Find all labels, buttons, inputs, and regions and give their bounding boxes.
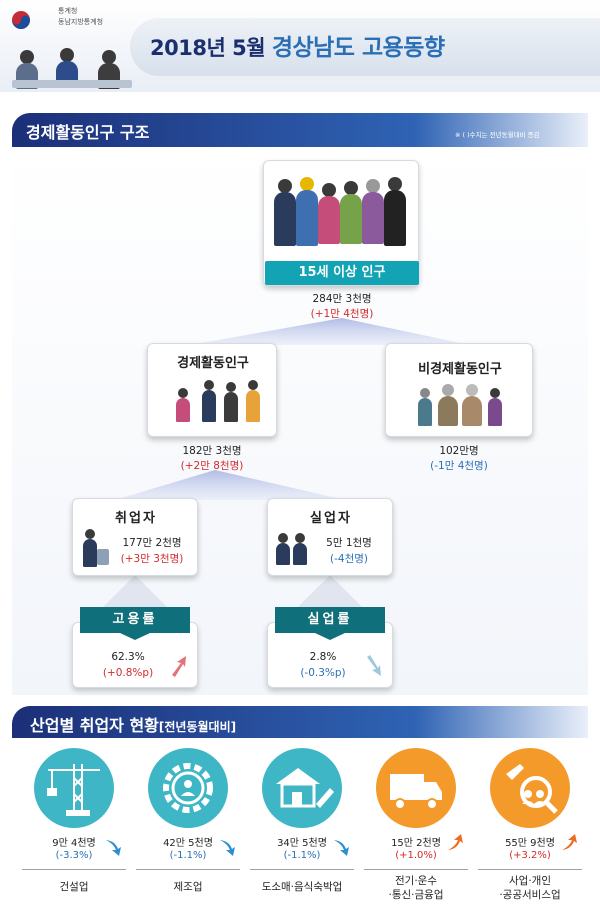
industry-title-sub: [전년동월대비]	[158, 720, 237, 734]
employment-rate-label: 고용률	[80, 607, 190, 633]
transport-name-line2: ·통신·금융업	[388, 889, 444, 901]
industry-section-bar	[12, 706, 588, 738]
arrow-up-icon	[172, 656, 186, 677]
org-name: 통계청 동남지방통계청	[58, 6, 103, 28]
org-line1: 통계청	[58, 7, 78, 15]
retail-name: 도소매·음식숙박업	[261, 881, 343, 893]
gear-icon	[163, 763, 213, 813]
active-pop-value: 182만 3천명	[182, 445, 242, 457]
manufacturing-divider	[136, 869, 240, 870]
unemployed-change: (-4천명)	[330, 553, 368, 565]
arrow-down-icon	[367, 655, 381, 676]
inactive-pop-card: 비경제활동인구	[385, 343, 533, 437]
unemployment-rate-label-tip	[315, 633, 345, 640]
construction-change: (-3.3%)	[55, 850, 93, 861]
unemployed-label: 실업자	[310, 511, 352, 526]
services-name-line1: 사업·개인	[509, 875, 551, 887]
retail-change: (-1.1%)	[283, 850, 321, 861]
worker-icon	[79, 527, 109, 571]
inactive-pop-change: (-1만 4천명)	[430, 460, 488, 472]
header-people-illustration	[12, 46, 132, 90]
transport-divider	[364, 869, 468, 870]
manufacturing-change: (-1.1%)	[169, 850, 207, 861]
unemployed-card: 실업자 5만 1천명 (-4천명)	[267, 498, 393, 576]
pop15-change: (+1만 4천명)	[310, 308, 374, 320]
industry-section-title: 산업별 취업자 현황[전년동월대비]	[30, 712, 236, 736]
employment-rate-label-tip	[120, 633, 150, 640]
shop-icon	[276, 768, 334, 808]
transport-name-line1: 전기·운수	[395, 875, 437, 887]
pop15-label: 15세 이상 인구	[265, 261, 419, 285]
services-change: (+3.2%)	[509, 850, 551, 861]
employed-card: 취업자 177만 2천명 (+3만 3천명)	[72, 498, 198, 576]
employed-value: 177만 2천명	[122, 537, 182, 549]
services-name-line2: ·공공서비스업	[499, 889, 561, 901]
inactive-pop-value: 102만명	[439, 445, 479, 457]
page-title: 2018년 5월 경상남도 고용동향	[150, 28, 445, 62]
arrow-down-icon	[334, 840, 349, 856]
crane-icon	[47, 764, 100, 816]
industry-transport-circle	[376, 748, 456, 828]
unemployment-rate-change: (-0.3%p)	[300, 667, 346, 679]
header-band	[130, 18, 600, 76]
pop15-value: 284만 3천명	[312, 293, 372, 305]
structure-section-title: 경제활동인구 구조	[26, 123, 150, 142]
title-prefix: 2018년 5월	[150, 36, 266, 60]
construction-name: 건설업	[59, 881, 89, 893]
inactive-pop-label: 비경제활동인구	[418, 362, 502, 377]
elderly-people-illustration	[416, 380, 506, 432]
office-workers-illustration	[168, 378, 268, 432]
services-name: 사업·개인 ·공공서비스업	[475, 874, 585, 902]
arrow-down-icon	[106, 840, 121, 856]
statistics-logo-icon	[10, 8, 60, 38]
arrow-down-icon	[220, 840, 235, 856]
services-divider	[478, 869, 582, 870]
industry-services-circle	[490, 748, 570, 828]
manufacturing-value: 42만 5천명	[163, 838, 213, 849]
service-icon	[506, 764, 558, 814]
arrow-up-icon	[562, 834, 577, 850]
structure-section-bar	[12, 113, 588, 147]
active-pop-change: (+2만 8천명)	[180, 460, 244, 472]
transport-value: 15만 2천명	[391, 838, 441, 849]
crowd-illustration	[274, 175, 410, 257]
org-line2: 동남지방통계청	[58, 18, 104, 26]
employment-rate-value: 62.3%	[111, 651, 145, 663]
unemployed-value: 5만 1천명	[326, 537, 372, 549]
manufacturing-name: 제조업	[173, 881, 203, 893]
arrow-up-icon	[448, 834, 463, 850]
active-pop-label: 경제활동인구	[177, 356, 249, 371]
industry-manufacturing-circle	[148, 748, 228, 828]
construction-divider	[22, 869, 126, 870]
active-pop-card: 경제활동인구	[147, 343, 277, 437]
employed-label: 취업자	[115, 511, 157, 526]
employment-rate-change: (+0.8%p)	[102, 667, 154, 679]
title-main: 경상남도 고용동향	[271, 35, 445, 61]
industry-construction-circle	[34, 748, 114, 828]
retail-value: 34만 5천명	[277, 838, 327, 849]
job-seekers-icon	[276, 529, 310, 569]
services-value: 55만 9천명	[505, 838, 555, 849]
transport-change: (+1.0%)	[395, 850, 437, 861]
construction-value: 9만 4천명	[52, 838, 96, 849]
retail-divider	[250, 869, 354, 870]
transport-name: 전기·운수 ·통신·금융업	[361, 874, 471, 902]
structure-note: ※ ( )수치는 전년동월대비 증감	[455, 131, 540, 139]
employed-change: (+3만 3천명)	[120, 553, 184, 565]
truck-icon	[390, 774, 442, 810]
industry-retail-circle	[262, 748, 342, 828]
unemployment-rate-value: 2.8%	[309, 651, 337, 663]
industry-title-main: 산업별 취업자 현황	[30, 716, 159, 735]
unemployment-rate-label: 실업률	[275, 607, 385, 633]
